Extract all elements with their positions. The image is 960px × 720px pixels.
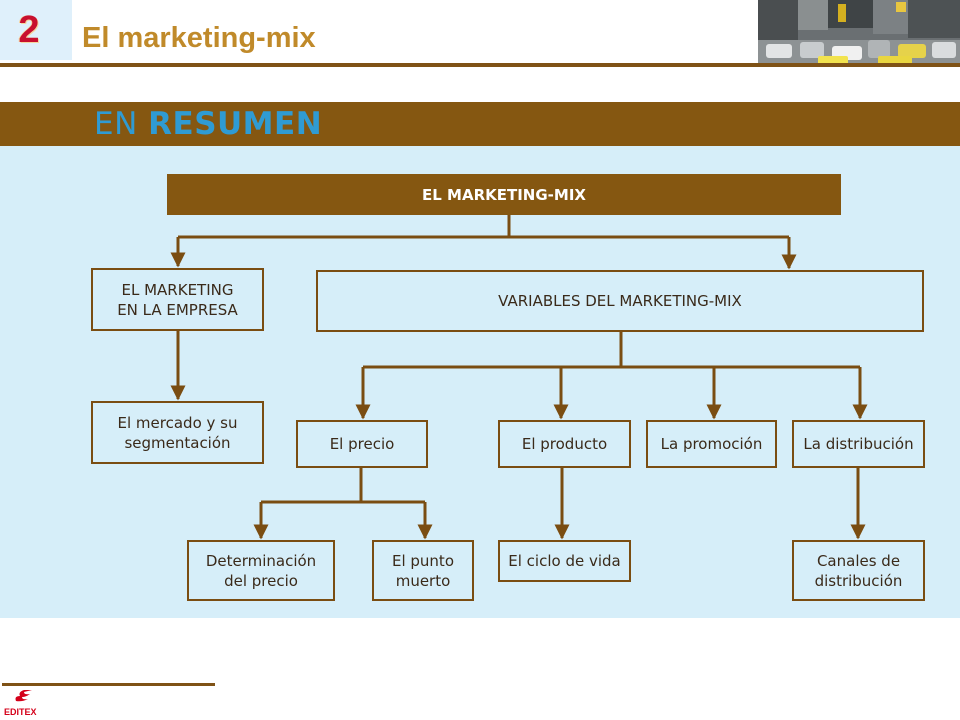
city-traffic-photo [758, 0, 960, 66]
precio-label: El precio [329, 435, 395, 453]
page-title: El marketing-mix [82, 22, 316, 54]
marketing-empresa-box: EL MARKETING EN LA EMPRESA [91, 268, 264, 331]
precio-box: El precio [296, 420, 428, 468]
header-divider [0, 63, 960, 67]
determinacion-precio-box: Determinación del precio [187, 540, 335, 601]
mercado-label-line2: segmentación [124, 433, 231, 452]
publisher-name: EDITEX [4, 707, 37, 717]
mercado-label-line1: El mercado y su [117, 413, 238, 432]
editex-logo-icon [15, 690, 32, 702]
canales-label-line2: distribución [814, 571, 903, 590]
chapter-badge: 2 [0, 0, 72, 60]
mercado-box: El mercado y su segmentación [91, 401, 264, 464]
summary-banner [0, 102, 960, 146]
banner-prefix: EN [94, 106, 149, 142]
chapter-number: 2 [18, 9, 40, 51]
canales-label-line1: Canales de [816, 551, 901, 570]
summary-banner-title: EN RESUMEN [94, 102, 322, 146]
producto-box: El producto [498, 420, 631, 468]
diagram-panel [0, 146, 960, 618]
producto-label: El producto [521, 435, 608, 453]
promocion-box: La promoción [646, 420, 777, 468]
empresa-label-line1: EL MARKETING [121, 280, 234, 299]
promocion-label: La promoción [660, 435, 763, 453]
marketing-mix-root-box: EL MARKETING-MIX [167, 174, 841, 215]
determinacion-label-line1: Determinación [205, 551, 317, 570]
distribucion-box: La distribución [792, 420, 925, 468]
ciclo-vida-box: El ciclo de vida [498, 540, 631, 582]
variables-box: VARIABLES DEL MARKETING-MIX [316, 270, 924, 332]
punto-label-line1: El punto [391, 551, 454, 570]
ciclo-label: El ciclo de vida [508, 552, 621, 570]
banner-highlight: RESUMEN [148, 106, 323, 142]
empresa-label-line2: EN LA EMPRESA [117, 300, 238, 319]
punto-label-line2: muerto [395, 571, 451, 590]
determinacion-label-line2: del precio [224, 571, 298, 590]
footer-divider [2, 683, 215, 686]
root-label: EL MARKETING-MIX [422, 185, 586, 204]
punto-muerto-box: El punto muerto [372, 540, 474, 601]
canales-distribucion-box: Canales de distribución [792, 540, 925, 601]
variables-label: VARIABLES DEL MARKETING-MIX [498, 292, 742, 310]
distribucion-label: La distribución [803, 435, 914, 453]
